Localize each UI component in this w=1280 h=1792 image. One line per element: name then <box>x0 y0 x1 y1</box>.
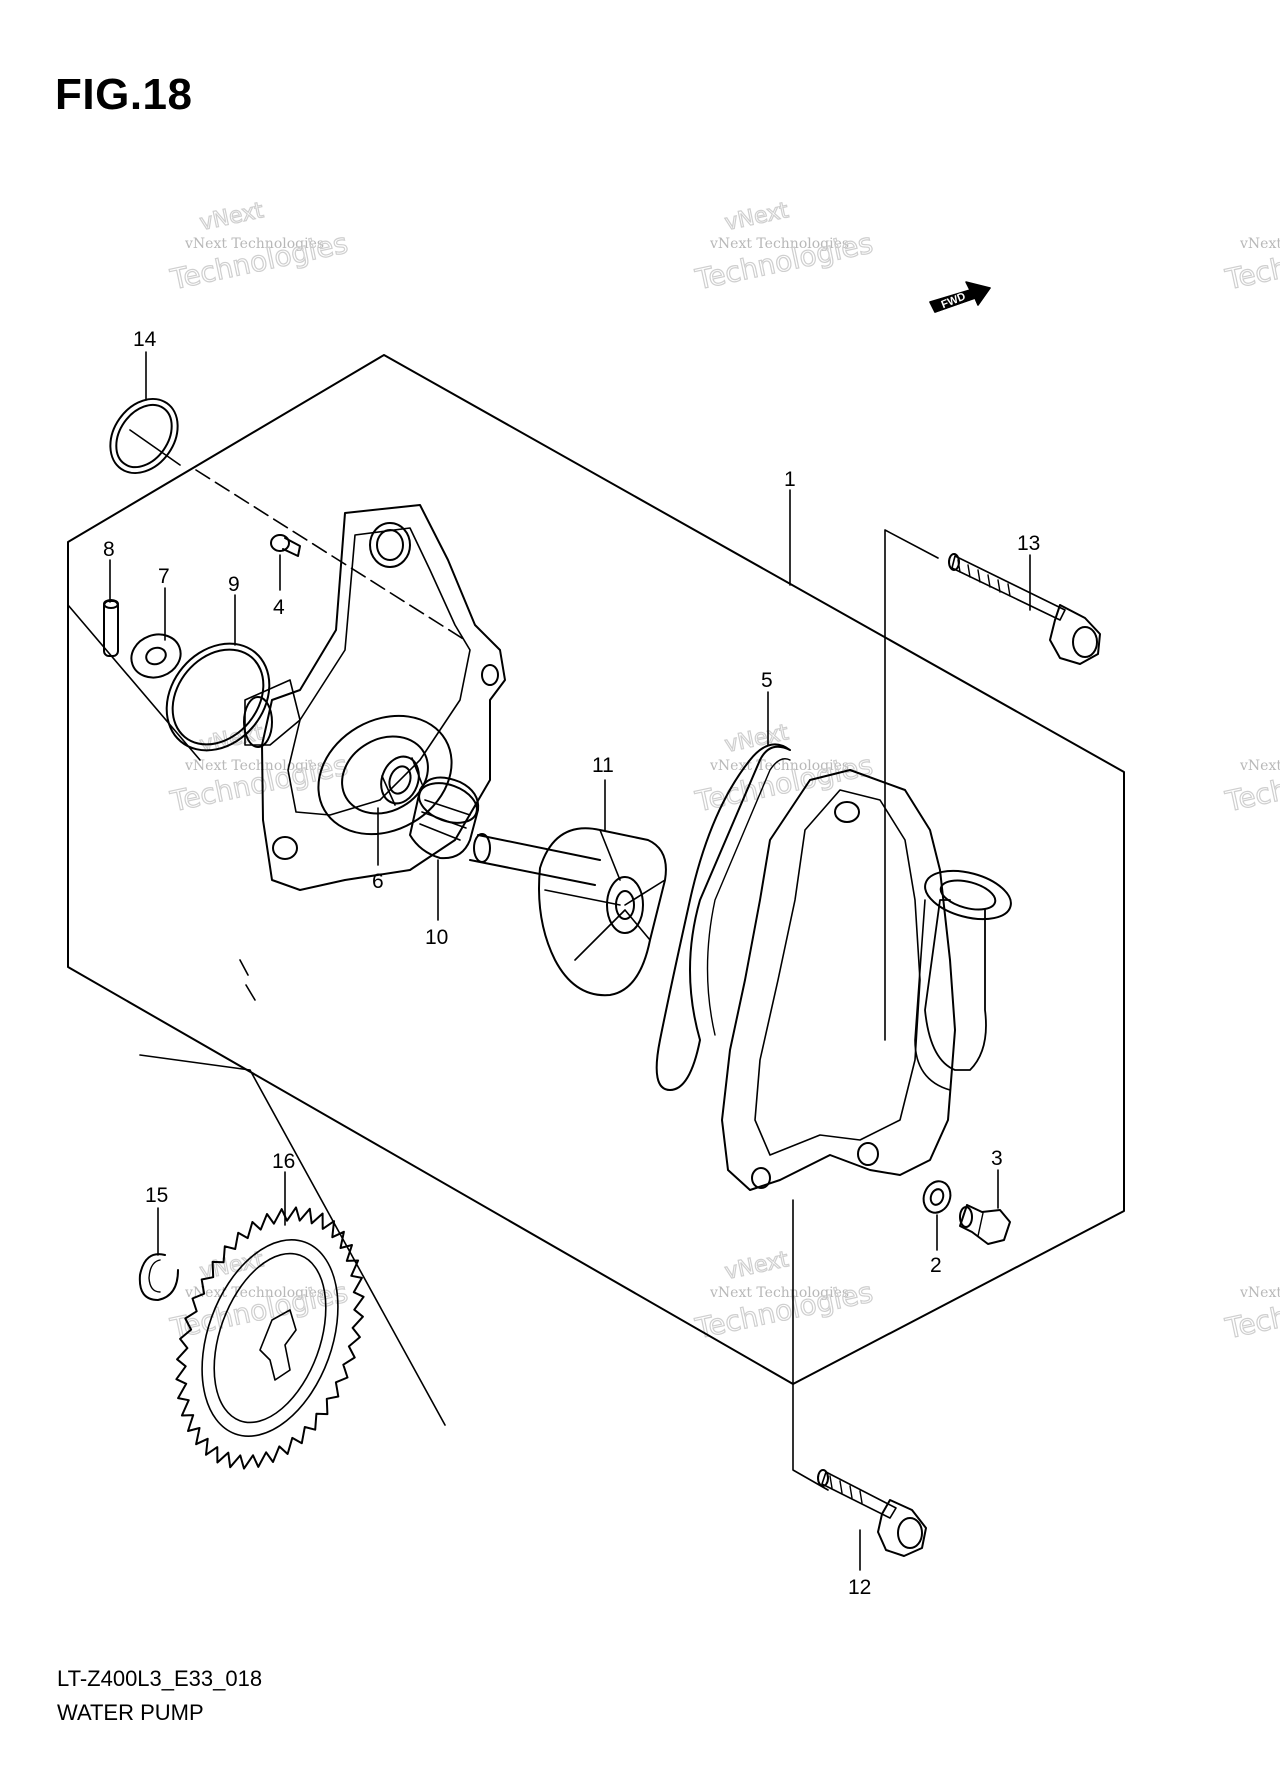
callout-1[interactable]: 1 <box>784 468 796 491</box>
part-oil-seal-6[interactable] <box>375 751 425 808</box>
watermark: vNext vNext Technologies Technologies <box>691 720 876 819</box>
svg-text:vNext Technologies: vNext Technologies <box>709 1285 849 1301</box>
watermark: vNext vNext Technologies Technologies <box>166 720 351 819</box>
svg-text:vNext Technologies: vNext Technologies <box>1239 1285 1280 1301</box>
reference-line <box>792 1199 829 1491</box>
leader-lines <box>109 351 1031 1571</box>
svg-text:vNext: vNext <box>198 198 266 236</box>
watermark-group: vNext vNext Technologies Technologies vN… <box>166 198 1280 1346</box>
svg-text:vNext Technologies: vNext Technologies <box>709 236 849 252</box>
watermark: vNext Technologies Technologies <box>1221 1275 1280 1346</box>
svg-text:vNext Technologies: vNext Technologies <box>184 1285 324 1301</box>
part-impeller-shaft <box>469 833 601 886</box>
reference-line <box>884 529 939 1041</box>
part-bolt-12[interactable] <box>817 1469 927 1557</box>
svg-text:vNext Technologies: vNext Technologies <box>184 236 324 252</box>
watermark: vNext vNext Technologies Technologies <box>691 1247 876 1346</box>
part-o-ring-14[interactable] <box>96 386 191 486</box>
callout-15[interactable]: 15 <box>145 1184 168 1207</box>
part-bolt-4[interactable] <box>270 534 301 557</box>
callout-13[interactable]: 13 <box>1017 532 1040 555</box>
fwd-label: FWD <box>940 291 968 312</box>
reference-line <box>195 469 466 641</box>
section-name: WATER PUMP <box>57 1700 204 1725</box>
watermark: vNext Technologies Technologies <box>1221 748 1280 819</box>
part-gear-16[interactable] <box>175 1206 365 1470</box>
callout-4[interactable]: 4 <box>273 596 285 619</box>
callout-9[interactable]: 9 <box>228 573 240 596</box>
callout-6[interactable]: 6 <box>372 870 384 893</box>
part-circlip-15[interactable] <box>138 1253 179 1301</box>
gear-teeth-outline <box>175 1206 365 1470</box>
callout-8[interactable]: 8 <box>103 538 115 561</box>
assembly-outline <box>67 354 1125 1385</box>
reference-line <box>239 959 256 1001</box>
model-code: LT-Z400L3_E33_018 <box>57 1666 263 1691</box>
part-dowel-pin-8[interactable] <box>103 599 119 657</box>
svg-text:vNext Technologies: vNext Technologies <box>184 758 324 774</box>
svg-text:vNext Technologies: vNext Technologies <box>1239 236 1280 252</box>
watermark: vNext vNext Technologies Technologies <box>691 198 876 297</box>
fwd-badge <box>929 281 991 313</box>
part-pump-body[interactable] <box>243 504 506 891</box>
watermark: vNext Technologies Technologies <box>1221 226 1280 297</box>
part-bolt-3[interactable] <box>959 1204 1011 1245</box>
svg-text:vNext: vNext <box>723 198 791 236</box>
part-mechanical-seal-10[interactable] <box>409 776 482 860</box>
figure-title: FIG.18 <box>55 70 193 119</box>
callout-11[interactable]: 11 <box>592 754 614 777</box>
part-washer-7[interactable] <box>125 628 186 685</box>
callout-14[interactable]: 14 <box>133 328 157 351</box>
part-bolt-13[interactable] <box>948 553 1101 665</box>
part-washer-2[interactable] <box>919 1178 954 1217</box>
callout-7[interactable]: 7 <box>158 565 170 588</box>
part-impeller-11[interactable] <box>538 827 667 997</box>
svg-text:vNext: vNext <box>198 720 266 758</box>
callout-5[interactable]: 5 <box>761 669 773 692</box>
callout-10[interactable]: 10 <box>425 926 448 949</box>
callout-labels: 1 2 3 4 5 6 7 8 9 10 11 12 13 14 15 16 <box>103 328 1040 1599</box>
callout-2[interactable]: 2 <box>930 1254 942 1277</box>
part-gasket-5[interactable] <box>655 743 791 1091</box>
callout-3[interactable]: 3 <box>991 1147 1003 1170</box>
callout-16[interactable]: 16 <box>272 1150 295 1173</box>
svg-text:vNext Technologies: vNext Technologies <box>1239 758 1280 774</box>
svg-text:vNext: vNext <box>723 1247 791 1285</box>
watermark: vNext vNext Technologies Technologies <box>166 198 351 297</box>
part-pump-cover[interactable] <box>721 769 1016 1191</box>
reference-line <box>67 429 446 1426</box>
callout-12[interactable]: 12 <box>848 1576 871 1599</box>
part-o-ring-9[interactable] <box>145 623 290 771</box>
svg-text:vNext Technologies: vNext Technologies <box>709 758 849 774</box>
